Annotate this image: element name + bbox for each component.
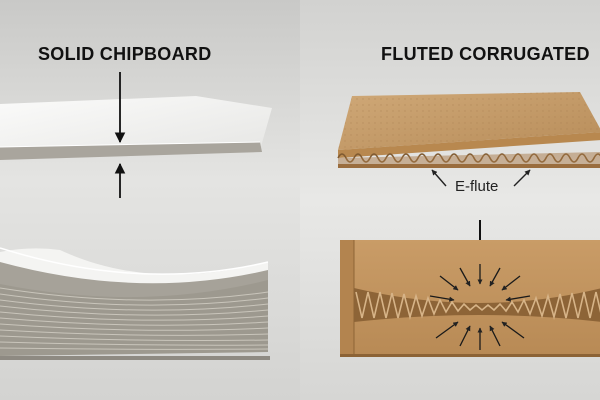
flute-pointer-left-icon	[431, 169, 447, 187]
flute-pointer-right-icon	[513, 169, 531, 187]
solid-chipboard-heading: SOLID CHIPBOARD	[38, 44, 212, 64]
corrugated-box	[340, 240, 600, 357]
e-flute-label: E-flute	[455, 178, 499, 195]
fluted-corrugated-heading: FLUTED CORRUGATED	[381, 44, 590, 64]
chipboard-sheet	[0, 96, 272, 160]
compression-arrows-icon	[429, 264, 531, 350]
corrugated-sheet	[337, 92, 600, 168]
chipboard-stack	[0, 247, 270, 360]
